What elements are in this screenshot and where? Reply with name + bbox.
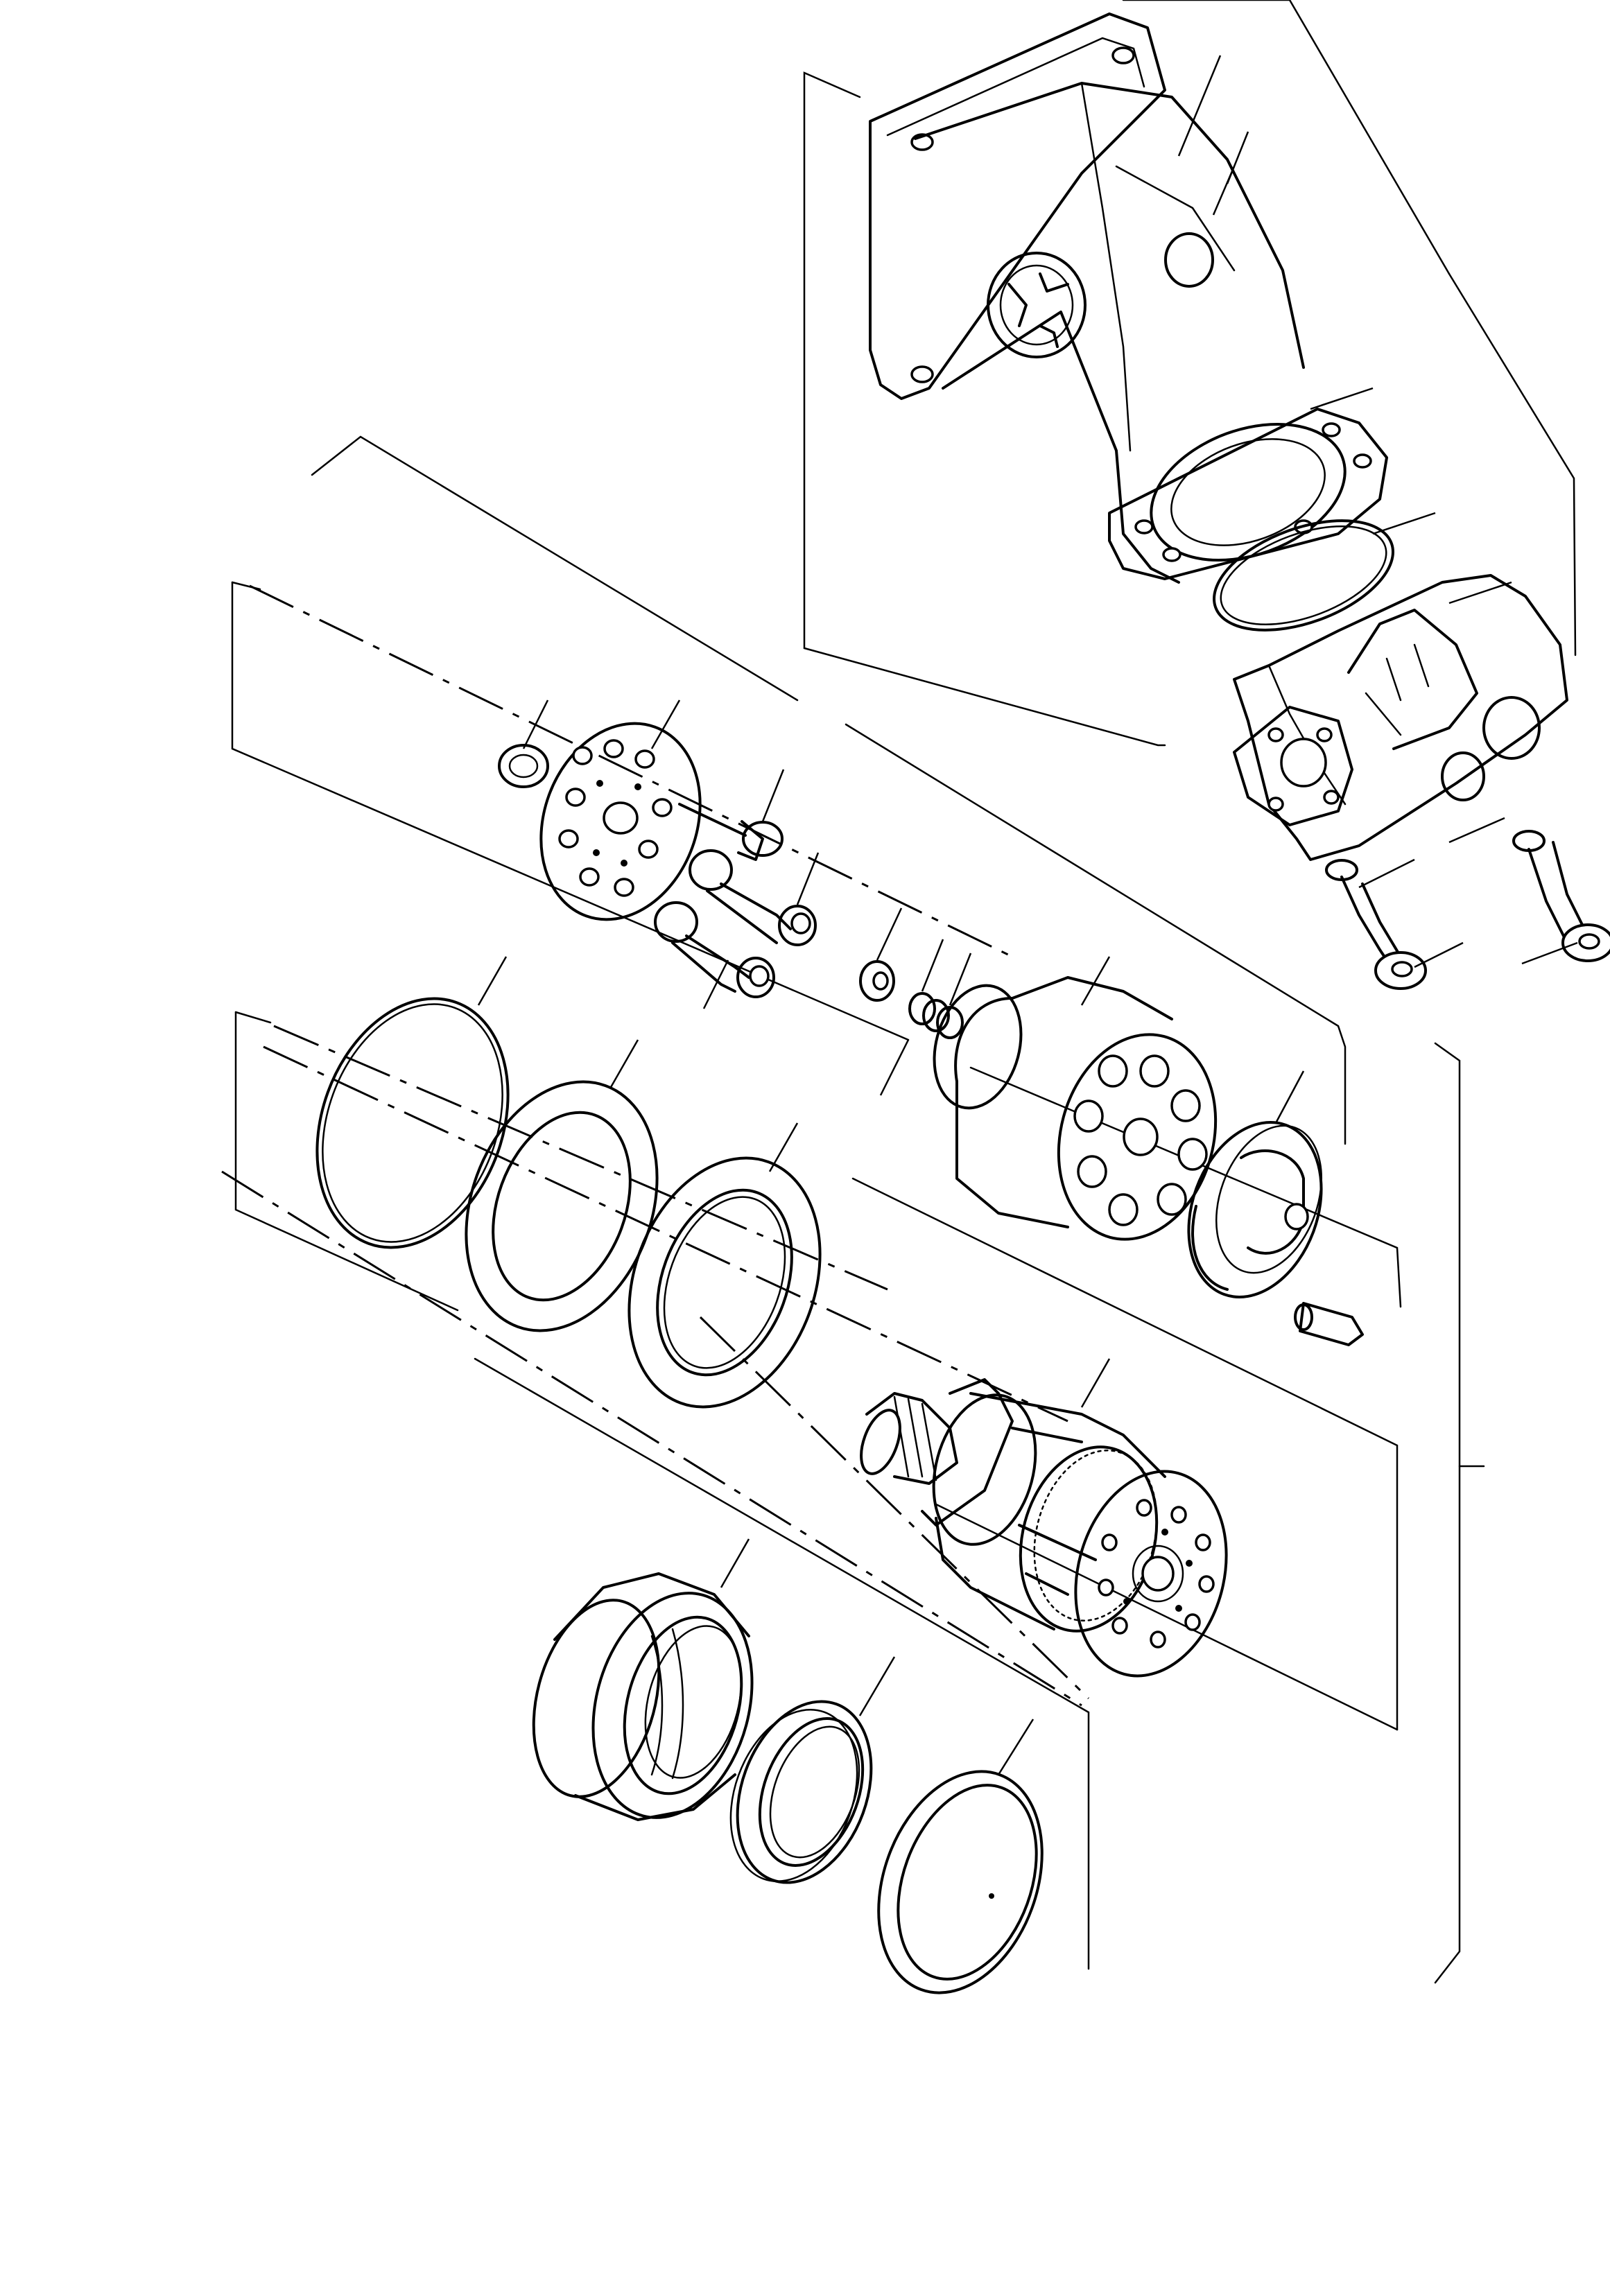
shim-1: [465, 1080, 659, 1332]
group-boundary-lines: [231, 0, 1577, 1984]
snap-ring: [877, 1770, 1044, 1994]
leader-lines: [477, 55, 1578, 1775]
shaft-seal: [729, 1700, 873, 1884]
valve-plate: [539, 722, 702, 921]
control-lens: [1187, 1121, 1323, 1298]
cover-washers: [1325, 830, 1546, 881]
axis-lines: [221, 584, 1090, 1707]
cover-screws: [1340, 841, 1610, 990]
seal-carrier: [532, 1572, 754, 1821]
cylinder-block: [933, 976, 1218, 1241]
o-ring: [315, 997, 510, 1249]
motor-housing: [869, 12, 1388, 584]
lens-pin: [1294, 1302, 1364, 1346]
drive-shaft-assembly: [860, 1378, 1228, 1678]
shim-2: [627, 1156, 822, 1409]
piston-rods: [654, 849, 817, 998]
port-cover: [1233, 574, 1568, 861]
centering-screw: [678, 803, 784, 861]
housing-o-ring: [1213, 519, 1394, 632]
locating-pin: [498, 744, 549, 788]
